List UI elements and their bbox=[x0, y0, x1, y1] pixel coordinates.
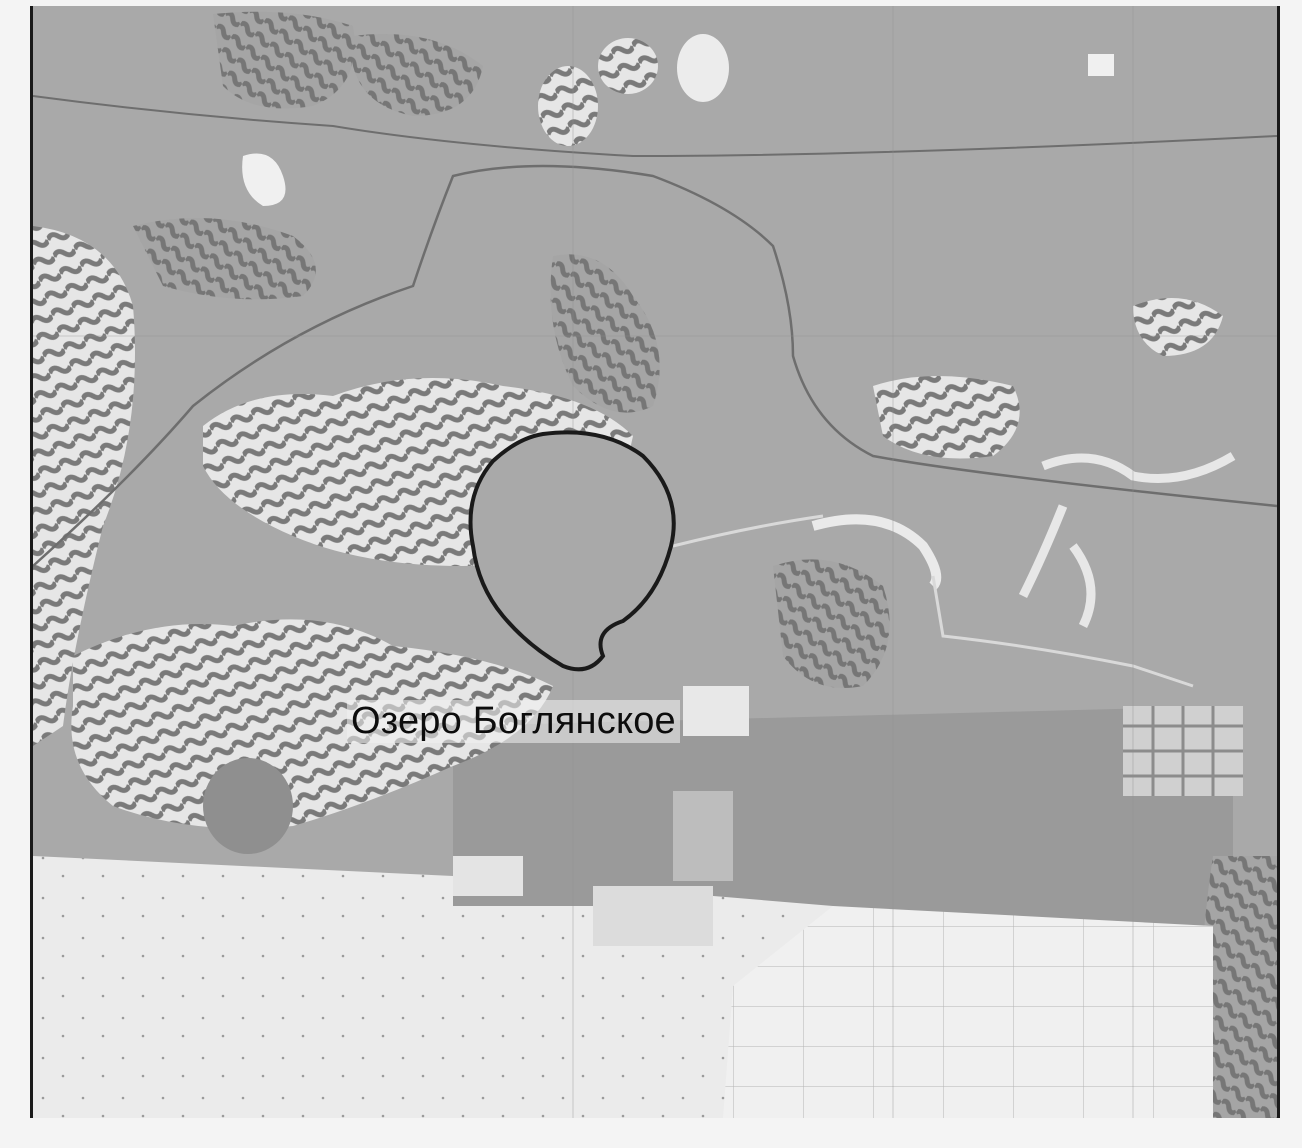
field-block-2 bbox=[673, 791, 733, 881]
wetland-southwest bbox=[71, 619, 553, 829]
lake-southwest bbox=[203, 758, 293, 854]
map-frame: Озеро Боглянское bbox=[30, 6, 1280, 1118]
marsh-patch-north2 bbox=[353, 34, 483, 116]
pond-white-west bbox=[242, 153, 286, 206]
marsh-patch-north bbox=[213, 11, 355, 109]
map-canvas bbox=[33, 6, 1277, 1118]
field-grid-southeast bbox=[723, 906, 1213, 1118]
field-block-4 bbox=[453, 856, 523, 896]
field-block-1 bbox=[593, 886, 713, 946]
marsh-patch-center-north bbox=[550, 254, 660, 413]
village-east bbox=[1123, 706, 1243, 796]
pond-north-2 bbox=[598, 38, 658, 94]
field-block-3 bbox=[683, 686, 749, 736]
marsh-island-east bbox=[873, 376, 1020, 459]
marsh-patch-east bbox=[773, 559, 890, 688]
road-main bbox=[33, 164, 1277, 567]
marsh-island-northeast bbox=[1133, 298, 1223, 356]
pond-north-1 bbox=[538, 66, 598, 146]
road-secondary bbox=[33, 95, 1277, 158]
lake-label: Озеро Боглянское bbox=[347, 700, 680, 743]
marsh-patch-west bbox=[133, 218, 316, 300]
stream-east bbox=[811, 514, 942, 590]
marsh-patch-southeast bbox=[1199, 856, 1277, 1118]
lake-outline-icon bbox=[468, 430, 676, 672]
wetland-left-strip bbox=[33, 226, 135, 746]
pond-north-3 bbox=[677, 34, 729, 102]
pond-white-ne bbox=[1088, 54, 1114, 76]
road-east bbox=[672, 514, 1194, 688]
